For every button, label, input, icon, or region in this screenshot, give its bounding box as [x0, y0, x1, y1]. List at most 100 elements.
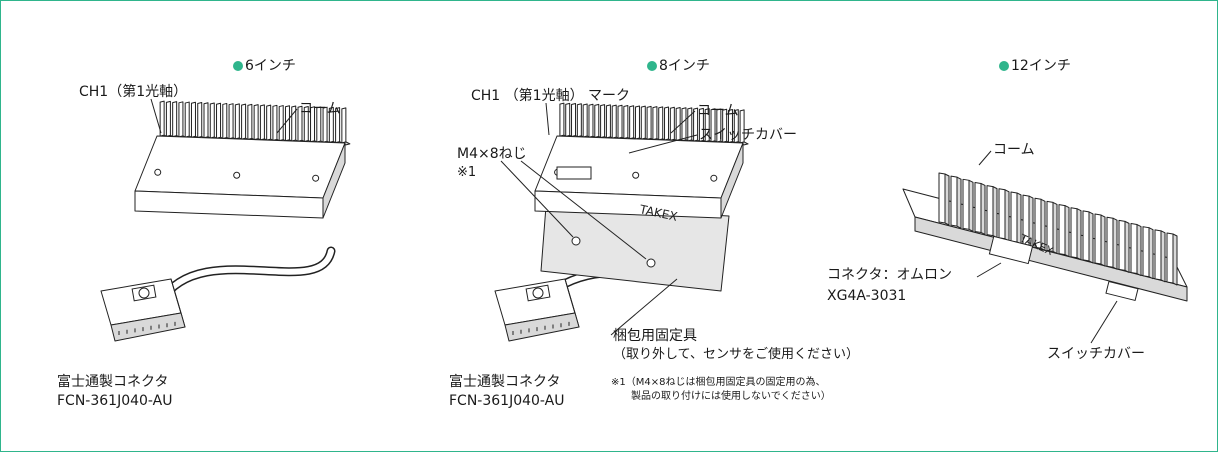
comb-fin — [716, 108, 722, 143]
comb-fin — [1142, 226, 1150, 278]
comb-fin — [259, 104, 265, 141]
panel-6inch-title: 6インチ — [233, 59, 296, 73]
comb-fin — [594, 103, 600, 138]
omron-connector — [988, 235, 1034, 265]
comb-fin — [1106, 216, 1114, 268]
comb-label: コーム — [697, 103, 739, 119]
leader-line-ch1 — [150, 98, 162, 134]
comb-fin — [316, 106, 322, 143]
comb-fin-side — [1160, 230, 1166, 283]
bullet-icon — [233, 61, 243, 71]
comb-fin — [178, 101, 184, 138]
comb-fin-side — [956, 176, 962, 229]
ch1-label: CH1（第1光軸） — [79, 84, 188, 100]
comb-fin — [938, 172, 946, 224]
comb-fin — [1130, 223, 1138, 275]
ch1-mark-label: CH1 （第1光軸） マーク — [471, 88, 631, 104]
comb-fin — [710, 108, 716, 143]
comb-fin — [216, 102, 222, 139]
panel-12inch-sensor: TAKEX — [902, 172, 1188, 302]
comb-fin — [203, 102, 209, 139]
comb-fin — [322, 106, 328, 143]
comb-fin-side — [1124, 220, 1130, 273]
comb-fin — [303, 105, 309, 142]
comb-fin — [974, 181, 982, 233]
screw-hole — [312, 174, 320, 182]
comb-fin — [681, 107, 687, 142]
comb-fin-side — [980, 182, 986, 235]
comb-label: コーム — [993, 142, 1035, 158]
comb-fin — [722, 108, 728, 143]
comb-fin-side — [992, 186, 998, 239]
comb-fin — [629, 105, 635, 140]
comb-fin-side — [1100, 214, 1106, 267]
housing-side — [720, 142, 744, 219]
comb-fin-side — [1088, 211, 1094, 264]
comb-fin — [704, 108, 710, 143]
leader-line-screw — [520, 160, 647, 260]
connector-part-label: XG4A-3031 — [827, 288, 907, 304]
comb-fin-side — [1148, 227, 1154, 280]
connector-name-label: 富士通製コネクタ — [449, 374, 561, 390]
comb-fin — [1082, 210, 1090, 262]
comb-fin — [950, 175, 958, 227]
screw-hole — [710, 174, 718, 182]
housing-side — [322, 142, 346, 219]
comb-fin — [228, 103, 234, 140]
comb-fin — [576, 103, 582, 138]
comb-fin — [1154, 229, 1162, 281]
comb-fin-side — [968, 179, 974, 232]
comb-fin — [646, 105, 652, 140]
panel-12inch-title: 12インチ — [999, 59, 1071, 73]
leader-line-fixture — [610, 278, 678, 336]
leader-line-comb — [670, 110, 696, 134]
comb-fin — [600, 104, 606, 139]
comb-fin — [675, 106, 681, 141]
switch-cover-label: スイッチカバー — [699, 127, 797, 143]
comb-fin-side — [1052, 201, 1058, 254]
comb-fin — [165, 100, 171, 137]
comb-fin — [623, 105, 629, 140]
connector-screw — [138, 287, 150, 299]
comb-fin-side — [1040, 198, 1046, 251]
comb-fin — [247, 103, 253, 140]
comb-fin — [222, 102, 228, 139]
note-ref-label: ※1 — [457, 165, 477, 180]
comb-fin — [664, 106, 670, 141]
comb-fin — [1070, 207, 1078, 259]
comb-fin — [605, 104, 611, 139]
comb-fin — [266, 104, 272, 141]
screw-hole — [632, 171, 640, 179]
comb-fin — [284, 105, 290, 142]
comb-fin — [739, 109, 745, 144]
footnote-line-2: 製品の取り付けには使用しないでください） — [631, 391, 831, 402]
comb-fin — [272, 104, 278, 141]
switch-cover — [1105, 280, 1139, 302]
cable — [158, 248, 334, 304]
leader-line-switch-cover — [1090, 300, 1118, 344]
connector-screw — [532, 287, 544, 299]
comb-fin — [197, 102, 203, 139]
connector-name-label: 富士通製コネクタ — [57, 374, 169, 390]
comb-fin-side — [944, 173, 950, 226]
comb-fin — [310, 106, 316, 143]
comb-fin — [658, 106, 664, 141]
panel-6inch-connector — [100, 246, 336, 342]
leader-line-ch1-mark — [545, 102, 550, 136]
switch-cover — [556, 166, 592, 180]
comb-fin — [184, 101, 190, 138]
panel-8inch-title: 8インチ — [647, 59, 710, 73]
screw — [571, 236, 581, 246]
comb-fin — [341, 107, 347, 144]
comb-label: コーム — [299, 101, 341, 117]
comb-fin — [234, 103, 240, 140]
screw-hole — [233, 171, 241, 179]
comb-fin-side — [1028, 195, 1034, 248]
comb-fin — [669, 106, 675, 141]
panel-8inch-sensor — [534, 102, 749, 219]
comb-fin — [1010, 191, 1018, 243]
connector-name-label: コネクタ：オムロン — [827, 267, 953, 283]
screw-hole — [154, 168, 162, 176]
